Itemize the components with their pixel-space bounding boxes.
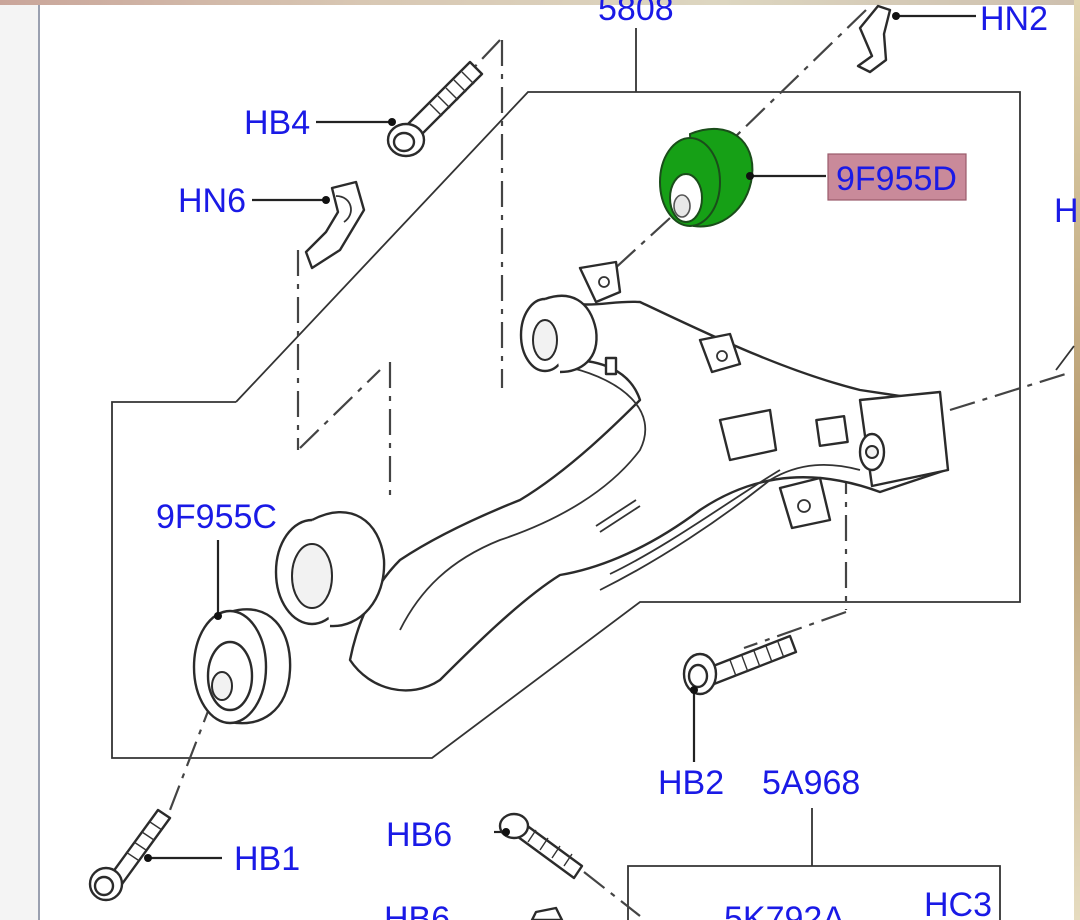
- right-frame-edge: [1074, 0, 1080, 920]
- left-frame-edge: [0, 0, 40, 920]
- label-5k792a[interactable]: 5K792A: [724, 900, 845, 920]
- selected-label-highlight: [827, 153, 967, 201]
- bolt-hb2: [682, 634, 798, 696]
- bushing-9f955d-highlighted: [659, 128, 754, 228]
- label-hb2[interactable]: HB2: [658, 764, 724, 802]
- bushing-9f955c: [192, 608, 292, 725]
- label-hb1[interactable]: HB1: [234, 840, 300, 878]
- nut-hb6-lower: [530, 906, 564, 920]
- label-hb4[interactable]: HB4: [244, 104, 310, 142]
- bolt-hb1: [88, 808, 172, 902]
- clip-hn2: [856, 4, 892, 74]
- callout-labels: 5808 HN2 HB4 HN6 9F955D H 9F955C HB2 5A9…: [156, 0, 1079, 920]
- label-5a968[interactable]: 5A968: [762, 764, 860, 802]
- assembly-dashed-lines: [168, 9, 1073, 811]
- label-hb6-lower[interactable]: HB6: [384, 900, 450, 920]
- nut-hn6: [304, 180, 366, 270]
- top-frame-edge: [0, 0, 1080, 5]
- callout-leaders: [144, 12, 1075, 862]
- label-hn2[interactable]: HN2: [980, 0, 1048, 38]
- label-9f955c[interactable]: 9F955C: [156, 498, 277, 536]
- label-hb6[interactable]: HB6: [386, 816, 452, 854]
- label-h-edge[interactable]: H: [1054, 192, 1079, 230]
- label-hc3[interactable]: HC3: [924, 886, 992, 920]
- label-5808[interactable]: 5808: [598, 0, 674, 28]
- bolt-hb6: [498, 812, 641, 917]
- label-hn6[interactable]: HN6: [178, 182, 246, 220]
- label-9f955d[interactable]: 9F955D: [836, 160, 957, 198]
- assembly-outline-frame: [111, 28, 1021, 920]
- bolt-hb4: [386, 60, 484, 158]
- lower-control-arm: [274, 260, 950, 692]
